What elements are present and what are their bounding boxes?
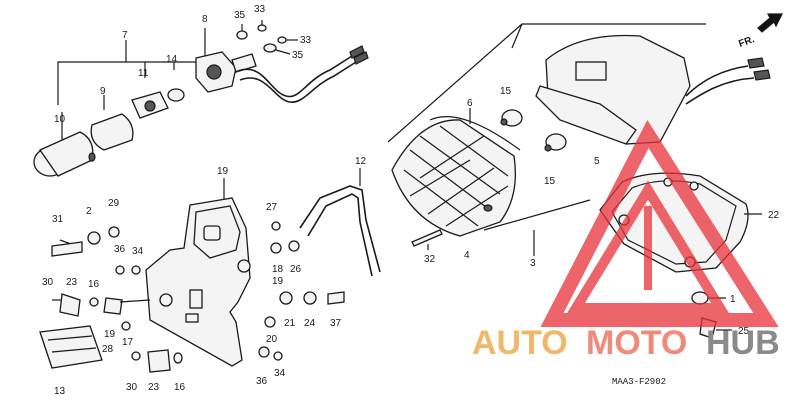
front-direction-arrow [757,13,783,33]
callout-23-left: 23 [66,277,78,288]
callout-34-bottom: 34 [274,368,286,379]
callout-19-left: 19 [104,329,116,340]
drawing-code: MAA3-F2902 [612,377,666,387]
watermark-text: AUTO MOTO HUB [472,324,780,362]
callout-19-top: 19 [217,166,229,177]
callout-16-left: 16 [88,279,100,290]
callout-18: 18 [272,264,284,275]
callout-8: 8 [202,14,208,25]
callout-15-bottom: 15 [544,176,556,187]
callout-23-bottom: 23 [148,382,160,393]
callout-33-right: 33 [300,35,312,46]
watermark-auto: AUTO [472,324,568,362]
callout-24: 24 [304,318,316,329]
callout-19-right: 19 [272,276,284,287]
watermark-hub: HUB [706,324,780,362]
watermark-moto: MOTO [586,324,687,362]
callout-7: 7 [122,30,128,41]
callout-16-bottom: 16 [174,382,186,393]
tail-light-assembly [387,13,783,339]
callout-4: 4 [464,250,470,261]
callout-33-top: 33 [254,4,266,15]
callout-31: 31 [52,214,64,225]
callout-20: 20 [266,334,278,345]
callout-5: 5 [594,156,600,167]
callout-29: 29 [108,198,120,209]
watermark-triangle [540,119,779,327]
callout-17: 17 [122,337,134,348]
callout-labels: 7 8 11 14 9 10 35 33 33 35 12 19 6 15 15… [42,4,780,397]
callout-27: 27 [266,202,278,213]
callout-3: 3 [530,258,536,269]
callout-2: 2 [86,206,92,217]
callout-14: 14 [166,54,178,65]
callout-10: 10 [54,114,66,125]
callout-28: 28 [102,344,114,355]
callout-11: 11 [138,68,149,79]
callout-15-top: 15 [500,86,512,97]
callout-13: 13 [54,386,66,397]
callout-21: 21 [284,318,296,329]
callout-6: 6 [467,98,473,109]
callout-35-top: 35 [234,10,246,21]
front-direction-label: FR. [737,34,756,50]
fender-stay [299,168,381,277]
callout-22: 22 [768,210,780,221]
callout-1: 1 [730,294,736,305]
callout-25: 25 [738,326,750,337]
callout-32: 32 [424,254,436,265]
callout-9: 9 [100,86,106,97]
callout-26: 26 [290,264,302,275]
callout-12: 12 [355,156,367,167]
callout-36-left: 36 [114,244,126,255]
license-plate-bracket-assembly [39,178,345,373]
callout-34-left: 34 [132,246,144,257]
callout-30-bottom: 30 [126,382,138,393]
callout-36-bottom: 36 [256,376,268,387]
callout-35-right: 35 [292,50,304,61]
callout-37: 37 [330,318,342,329]
callout-30-left: 30 [42,277,54,288]
turn-signal-assembly [33,20,369,177]
